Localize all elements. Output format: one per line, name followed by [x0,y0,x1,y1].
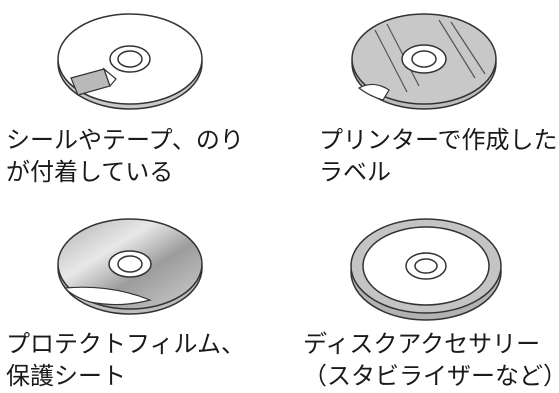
caption-line: ラベル [319,158,391,186]
caption-line: （スタビライザーなど） [303,362,559,390]
disc-with-label-icon [351,13,497,110]
item-accessory: ディスクアクセサリー （スタビライザーなど） [279,196,559,392]
caption-line: プリンターで作成した [319,126,558,154]
disc-with-film-icon [57,218,203,315]
caption-line: シールやテープ、のり [6,126,244,154]
caption-line: プロテクトフィルム、 [6,330,246,358]
caption-line: ディスクアクセサリー [303,330,541,358]
disc-with-stabilizer-icon [350,218,502,321]
caption-line: が付着している [6,158,174,186]
item-protect-film: プロテクトフィルム、 保護シート [0,196,279,392]
item-sticker: シールやテープ、のり が付着している [0,0,279,196]
caption-line: 保護シート [6,362,126,390]
disc-with-sticker-icon [57,13,203,110]
item-printed-label: プリンターで作成した ラベル [279,0,558,196]
